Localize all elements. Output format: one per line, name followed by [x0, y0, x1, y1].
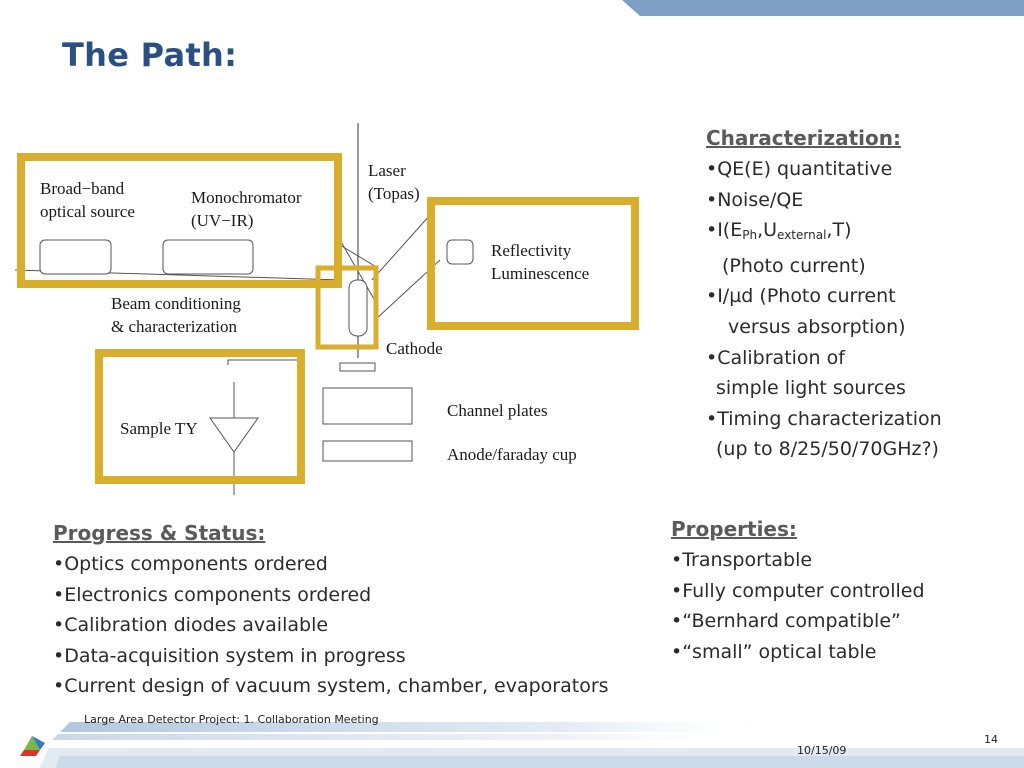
monochromator-label-2: (UV−IR) [191, 211, 253, 230]
properties-item: •“Bernhard compatible” [671, 610, 901, 633]
properties-item: •“small” optical table [671, 640, 877, 663]
char-item-imud: •I/µd (Photo current [706, 285, 896, 308]
characterization-panel: Characterization: •QE(E) quantitative •N… [706, 126, 942, 465]
char-item-imud-cont: versus absorption) [728, 315, 906, 338]
laser-label-1: Laser [368, 161, 406, 180]
broadband-label-2: optical source [40, 202, 135, 221]
reflectivity-label-1: Reflectivity [491, 241, 572, 260]
anode-label: Anode/faraday cup [447, 445, 577, 464]
monochromator-box [162, 239, 254, 275]
channel-plates-label: Channel plates [447, 401, 548, 420]
char-item-calib-cont: simple light sources [716, 377, 906, 400]
channel-plates-box [322, 387, 413, 425]
footer-decoration [20, 722, 1024, 768]
cathode-element [348, 279, 368, 337]
progress-item: •Data-acquisition system in progress [53, 644, 406, 667]
slide-title: The Path: [62, 36, 238, 74]
footer-project-text: Large Area Detector Project: 1. Collabor… [84, 713, 379, 726]
char-item-timing-cont: (up to 8/25/50/70GHz?) [716, 438, 939, 461]
setup-diagram: Broad−band optical source Monochromator … [14, 123, 639, 495]
footer-date: 10/15/09 [797, 744, 847, 757]
highlight-source [17, 153, 342, 288]
progress-item: •Calibration diodes available [53, 614, 329, 637]
properties-panel: Properties: •Transportable •Fully comput… [671, 517, 925, 667]
char-item-current-cont: (Photo current) [722, 254, 866, 277]
highlight-sample [95, 349, 305, 484]
sample-triangle [209, 417, 259, 453]
anode-box [322, 440, 413, 462]
properties-item: •Fully computer controlled [671, 579, 925, 602]
top-decorative-bar [622, 0, 1024, 16]
beam-line-diag-1 [339, 239, 379, 307]
char-item-calib: •Calibration of [706, 346, 845, 369]
beam-label-1: Beam conditioning [111, 294, 241, 313]
progress-item: •Electronics components ordered [53, 583, 372, 606]
properties-item: •Transportable [671, 549, 813, 571]
char-item-noise: •Noise/QE [706, 188, 804, 211]
sample-line [227, 359, 300, 365]
broadband-label-1: Broad−band [40, 179, 125, 198]
progress-heading: Progress & Status: [53, 521, 266, 545]
char-item-qe: •QE(E) quantitative [706, 158, 893, 180]
properties-heading: Properties: [671, 517, 797, 541]
beam-label-2: & characterization [111, 317, 238, 336]
progress-panel: Progress & Status: •Optics components or… [53, 521, 609, 702]
cathode-label: Cathode [386, 339, 443, 358]
monochromator-label-1: Monochromator [191, 188, 302, 207]
characterization-heading: Characterization: [706, 126, 901, 150]
char-item-current: •I(EPh,Uexternal,T) [706, 219, 852, 243]
progress-item: •Current design of vacuum system, chambe… [53, 675, 609, 698]
laser-arrow-line [339, 244, 379, 269]
beam-line-diag-3 [371, 214, 431, 281]
highlight-beam [315, 265, 379, 350]
sample-label: Sample TY [120, 419, 198, 438]
page-number: 14 [984, 733, 998, 746]
highlight-reflectivity [427, 197, 639, 330]
argonne-logo-icon [20, 736, 45, 756]
broadband-source-box [39, 239, 112, 275]
progress-item: •Optics components ordered [53, 553, 328, 575]
reflectivity-detector [446, 239, 474, 265]
char-item-timing: •Timing characterization [706, 407, 942, 430]
cathode-plate [339, 362, 376, 372]
reflectivity-label-2: Luminescence [491, 264, 589, 283]
laser-label-2: (Topas) [368, 184, 420, 203]
